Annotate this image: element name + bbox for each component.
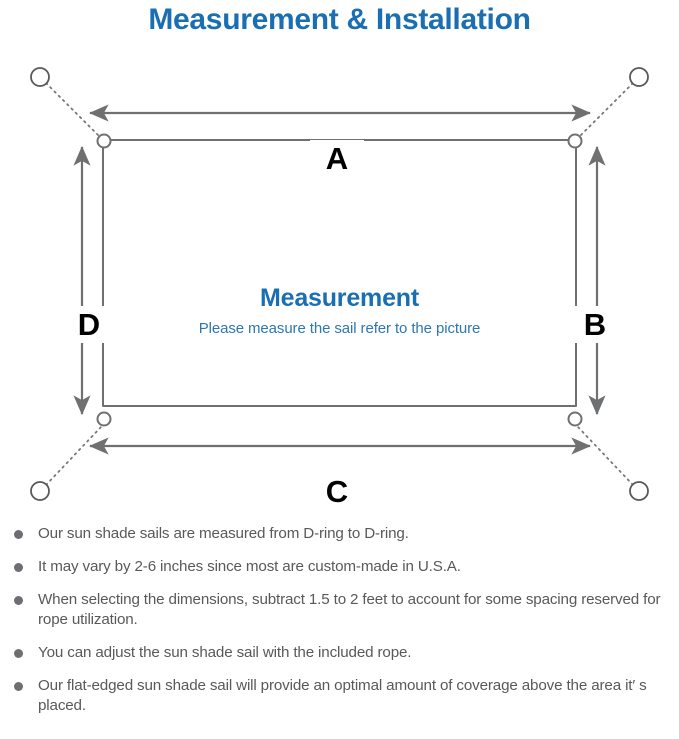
bullet-icon (14, 682, 23, 691)
list-item: Our sun shade sails are measured from D-… (8, 524, 665, 544)
notes-list: Our sun shade sails are measured from D-… (0, 524, 679, 729)
rope-line-bottom-left (45, 426, 102, 486)
rope-lines (45, 82, 634, 486)
note-text: You can adjust the sun shade sail with t… (38, 644, 412, 661)
d-ring-top-right-icon (567, 133, 583, 149)
rope-line-top-left (45, 82, 102, 139)
note-text: Our sun shade sails are measured from D-… (38, 525, 409, 542)
anchor-points (30, 67, 649, 501)
anchor-point-bottom-right-icon (629, 481, 649, 501)
bullet-icon (14, 530, 23, 539)
note-text: It may vary by 2-6 inches since most are… (38, 558, 461, 575)
list-item: When selecting the dimensions, subtract … (8, 590, 665, 630)
dimension-label-d: D (62, 306, 116, 343)
sail-measurement-diagram: Measurement Please measure the sail refe… (0, 44, 679, 514)
list-item: It may vary by 2-6 inches since most are… (8, 557, 665, 577)
page-title: Measurement & Installation (148, 3, 531, 36)
diagram-center-subtitle: Please measure the sail refer to the pic… (198, 320, 481, 337)
diagram-center-heading: Measurement (260, 284, 419, 312)
sail-d-rings (96, 133, 583, 427)
anchor-point-top-left-icon (30, 67, 50, 87)
list-item: You can adjust the sun shade sail with t… (8, 643, 665, 663)
anchor-point-bottom-left-icon (30, 481, 50, 501)
dimension-arrows (73, 104, 606, 455)
diagram-svg (30, 67, 649, 501)
note-text: Our flat-edged sun shade sail will provi… (38, 677, 647, 714)
d-ring-bottom-left-icon (96, 411, 112, 427)
rope-line-bottom-right (577, 426, 634, 486)
rope-line-top-right (577, 82, 634, 139)
list-item: Our flat-edged sun shade sail will provi… (8, 676, 665, 716)
bullet-icon (14, 563, 23, 572)
note-text: When selecting the dimensions, subtract … (38, 591, 661, 628)
bullet-icon (14, 596, 23, 605)
d-ring-top-left-icon (96, 133, 112, 149)
sail-body (102, 139, 577, 407)
dimension-label-c: C (310, 473, 364, 510)
dimension-label-b: B (568, 306, 622, 343)
dimension-label-a: A (310, 140, 364, 177)
d-ring-bottom-right-icon (567, 411, 583, 427)
anchor-point-top-right-icon (629, 67, 649, 87)
bullet-icon (14, 649, 23, 658)
